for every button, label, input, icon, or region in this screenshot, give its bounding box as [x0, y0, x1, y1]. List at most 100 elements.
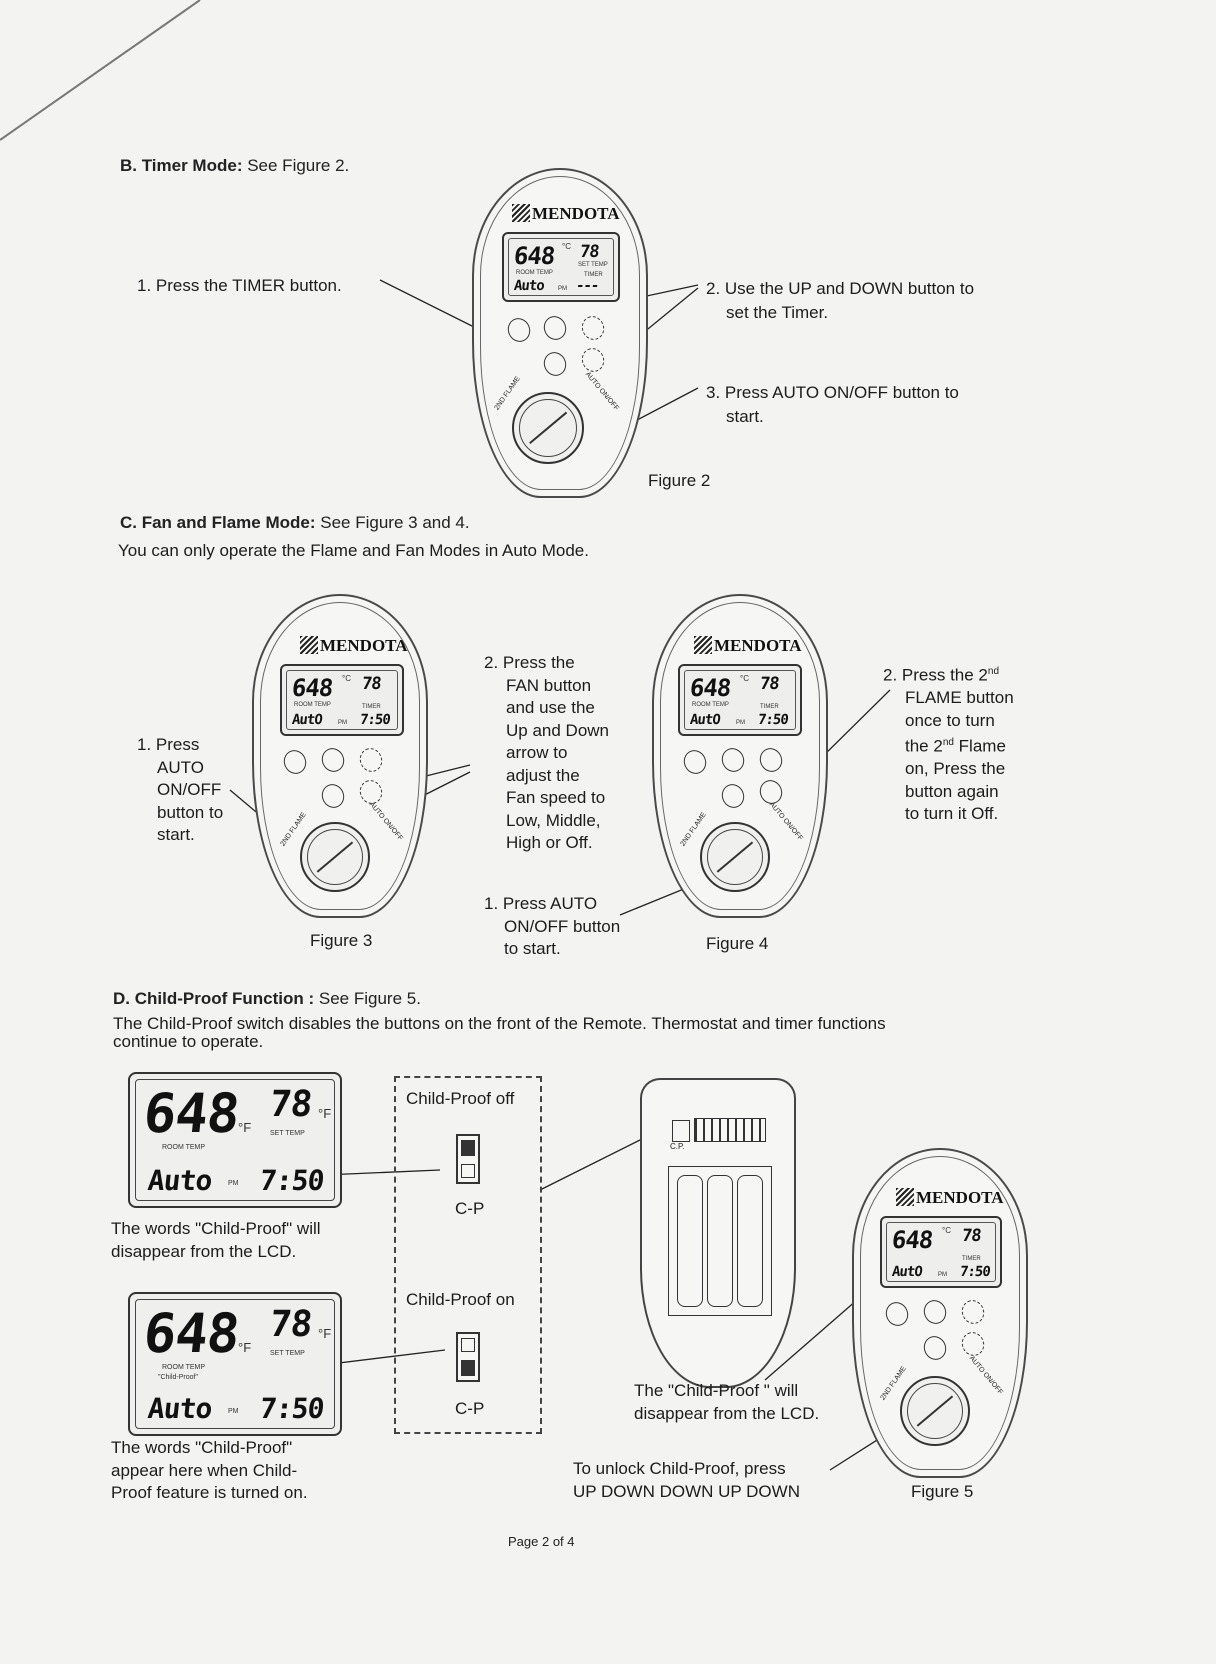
lcd-time: 7:50	[258, 1392, 326, 1425]
timer-step-3a: 3. Press AUTO ON/OFF button to	[706, 383, 959, 402]
fig3-left-line: 1. Press	[137, 735, 200, 754]
figure-3-caption: Figure 3	[310, 931, 373, 950]
remote-figure-3: MENDOTA 648 °C 78 ROOM TEMP TIMER AutO P…	[252, 594, 428, 918]
remote-back-battery: C.P.	[640, 1078, 796, 1388]
timer-button[interactable]	[717, 744, 749, 776]
brand-name: MENDOTA	[532, 204, 620, 223]
up-button[interactable]	[577, 312, 609, 344]
fan-speed-button[interactable]	[919, 1332, 951, 1364]
lcd-pm: PM	[228, 1180, 239, 1187]
fig4-right-line4b: Flame	[953, 736, 1006, 756]
down-button[interactable]	[755, 776, 787, 808]
lcd-timer-label: TIMER	[584, 272, 603, 278]
fig4-right-line4a: the 2	[905, 736, 943, 756]
lcd-caption: The "Child-Proof " will disappear from t…	[634, 1380, 819, 1425]
lcd-caption-line: disappear from the LCD.	[634, 1403, 820, 1423]
brand-logo: MENDOTA	[300, 636, 408, 656]
knob-label-2nd-flame: 2ND FLAME	[679, 811, 708, 848]
up-button[interactable]	[957, 1296, 989, 1328]
fig4-right-line: FLAME button	[905, 688, 1014, 708]
timer-step-2a: 2. Use the UP and DOWN button to	[706, 279, 975, 298]
battery	[707, 1175, 733, 1307]
down-button[interactable]	[577, 344, 609, 376]
section-d-ref: See Figure 5.	[314, 989, 421, 1008]
fig4-step-1: 1. Press AUTO ON/OFF button to start.	[484, 893, 620, 961]
fig4-right-line: 2. Press the 2nd	[883, 661, 1014, 687]
down-button[interactable]	[957, 1328, 989, 1360]
fig3-right-line: Up and Down	[506, 720, 610, 740]
clock-button[interactable]	[881, 1298, 913, 1330]
lcd-room-temp: 648	[512, 242, 556, 270]
fig3-left-line: ON/OFF	[157, 780, 222, 799]
up-button[interactable]	[355, 744, 387, 776]
lcd-set-temp: 78	[267, 1084, 314, 1125]
knob-label-2nd-flame: 2ND FLAME	[279, 811, 308, 848]
section-d-intro-2: continue to operate.	[113, 1032, 264, 1051]
lcd-room-temp: 648	[140, 1302, 242, 1365]
section-d-intro-1: The Child-Proof switch disables the butt…	[113, 1014, 886, 1033]
caption-bottom-line: Proof feature is turned on.	[111, 1483, 308, 1502]
knob-label-auto: AUTO ON/OFF	[767, 800, 804, 843]
switch-code-on: C-P	[455, 1399, 485, 1418]
child-proof-switch-on[interactable]	[456, 1332, 480, 1382]
unlock-instructions: To unlock Child-Proof, press UP DOWN DOW…	[573, 1458, 800, 1503]
child-proof-switch-off[interactable]	[456, 1134, 480, 1184]
fig4-right-line: on, Press the	[905, 759, 1006, 779]
lcd-unit-f: °F	[318, 1106, 332, 1121]
clock-button[interactable]	[503, 314, 535, 346]
timer-button[interactable]	[539, 312, 571, 344]
down-button[interactable]	[355, 776, 387, 808]
remote-figure-2: MENDOTA 648 °C 78 ROOM TEMP SET TEMP TIM…	[472, 168, 648, 498]
lcd-mode: AutO	[689, 712, 721, 728]
lcd-room-temp: 648	[290, 674, 334, 702]
fan-speed-button[interactable]	[317, 780, 349, 812]
lcd-pm: PM	[558, 286, 567, 292]
battery-switch[interactable]	[672, 1120, 690, 1142]
up-button[interactable]	[755, 744, 787, 776]
caption-bottom: The words "Child-Proof" appear here when…	[111, 1437, 308, 1505]
flame-knob[interactable]	[512, 392, 584, 464]
timer-button[interactable]	[919, 1296, 951, 1328]
remote-lcd: 648 °C 78 ROOM TEMP TIMER AutO PM 7:50	[280, 664, 404, 736]
clock-button[interactable]	[279, 746, 311, 778]
lcd-room-label: ROOM TEMP	[692, 702, 729, 708]
flag-icon	[896, 1188, 914, 1206]
brand-name: MENDOTA	[320, 636, 408, 655]
fig4-step-1-line: 1. Press AUTO	[484, 894, 598, 913]
section-d-title: D. Child-Proof Function :	[113, 989, 315, 1008]
lcd-set-label: SET TEMP	[270, 1130, 305, 1137]
lcd-child-proof-off: 648 °F 78 °F SET TEMP ROOM TEMP Auto PM …	[128, 1072, 342, 1208]
lcd-time: 7:50	[757, 712, 789, 728]
fan-speed-button[interactable]	[539, 348, 571, 380]
fan-speed-button[interactable]	[717, 780, 749, 812]
clock-button[interactable]	[679, 746, 711, 778]
fig4-right-text: 2. Press the 2nd FLAME button once to tu…	[883, 661, 1014, 826]
knob-label-auto: AUTO ON/OFF	[967, 1354, 1004, 1397]
brand-logo: MENDOTA	[512, 204, 620, 224]
fig3-right-line: Low, Middle,	[506, 810, 601, 830]
fig4-right-line: the 2nd Flame	[905, 732, 1014, 758]
knob-label-auto: AUTO ON/OFF	[583, 370, 620, 413]
lcd-timer-label: TIMER	[962, 1256, 981, 1262]
lcd-set-temp: 78	[960, 1226, 982, 1246]
lcd-room-label: ROOM TEMP	[162, 1144, 206, 1151]
flame-knob[interactable]	[900, 1376, 970, 1446]
flame-knob[interactable]	[300, 822, 370, 892]
dip-switches	[694, 1118, 766, 1142]
flame-knob[interactable]	[700, 822, 770, 892]
figure-5-caption: Figure 5	[911, 1482, 974, 1501]
fig3-left-line: button to	[157, 802, 224, 822]
knob-label-2nd-flame: 2ND FLAME	[493, 375, 522, 412]
knob-label-auto: AUTO ON/OFF	[367, 800, 404, 843]
fig3-right-text: 2. Press the FAN button and use the Up a…	[484, 652, 609, 855]
figure-4-caption: Figure 4	[706, 934, 769, 953]
lcd-child-proof-tag: "Child-Proof"	[158, 1374, 198, 1381]
brand-logo: MENDOTA	[896, 1188, 1004, 1208]
fig4-right-line4sup: nd	[942, 737, 954, 749]
caption-top: The words "Child-Proof" will disappear f…	[111, 1218, 321, 1263]
timer-button[interactable]	[317, 744, 349, 776]
section-b-title: B. Timer Mode:	[120, 156, 243, 175]
section-c-ref: See Figure 3 and 4.	[315, 513, 470, 532]
fig3-right-line: High or Off.	[506, 833, 593, 852]
section-b-ref: See Figure 2.	[242, 156, 350, 175]
